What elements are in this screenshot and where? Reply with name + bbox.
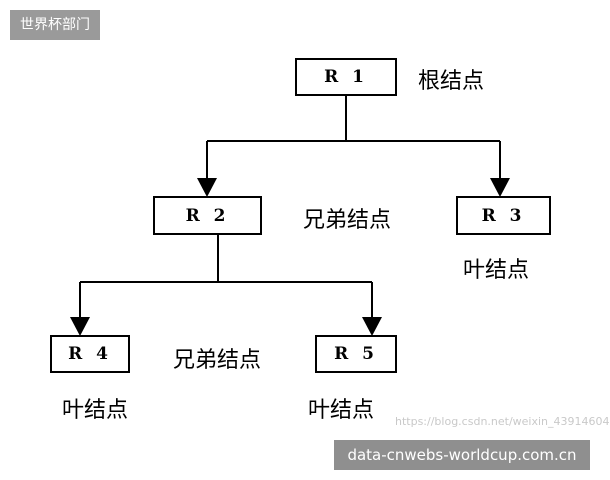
label-leaf-r4: 叶结点 [62, 398, 129, 423]
connectors [79, 95, 501, 318]
site-watermark: data-cnwebs-worldcup.com.cn [334, 440, 590, 470]
header-tag: 世界杯部门 [10, 10, 100, 40]
label-root: 根结点 [418, 69, 485, 94]
label-sibling-bottom: 兄弟结点 [173, 348, 262, 373]
label-leaf-r3: 叶结点 [463, 258, 530, 283]
arrowhead-r3 [490, 178, 510, 197]
arrowhead-r4 [70, 317, 90, 336]
node-r2: R 2 [153, 196, 262, 235]
node-r4: R 4 [50, 335, 130, 373]
node-r5: R 5 [315, 335, 397, 373]
arrowheads [70, 178, 510, 336]
arrowhead-r5 [362, 317, 382, 336]
label-sibling-top: 兄弟结点 [303, 208, 392, 233]
node-r3: R 3 [456, 196, 551, 235]
arrowhead-r2 [197, 178, 217, 197]
node-r1: R 1 [295, 58, 397, 96]
label-leaf-r5: 叶结点 [308, 398, 375, 423]
faint-url-watermark: https://blog.csdn.net/weixin_43914604 [395, 415, 610, 428]
